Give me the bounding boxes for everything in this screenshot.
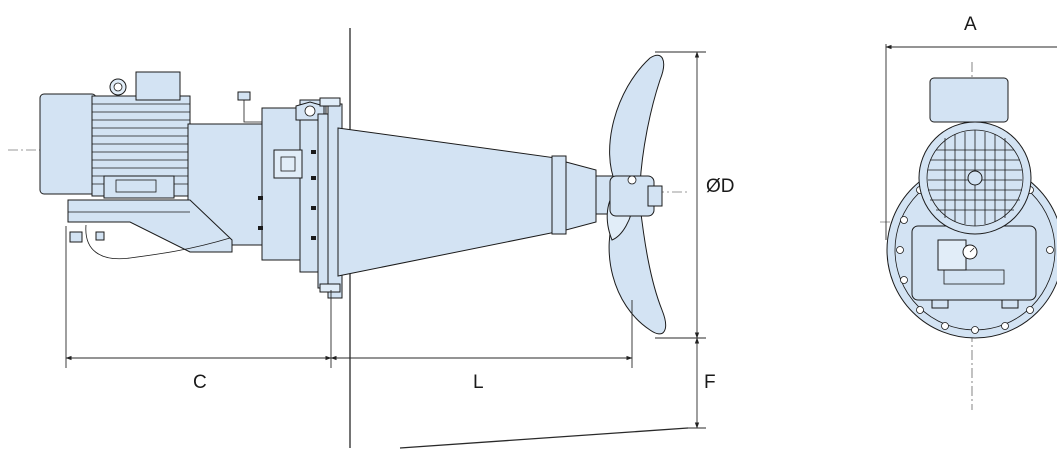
dimension-label-C: C: [193, 372, 207, 393]
gearbox: [187, 91, 327, 273]
shaft-cone: [337, 127, 615, 277]
front-view: A: [880, 14, 1057, 410]
dimension-OD: ØD: [655, 51, 735, 339]
floor-line: [399, 427, 689, 449]
base-frame: [67, 199, 233, 260]
propeller: [606, 54, 666, 335]
dimension-A: A: [885, 14, 1057, 240]
motor: [39, 71, 191, 199]
dimension-C: C: [65, 226, 332, 393]
dimension-label-OD: ØD: [706, 176, 735, 197]
dimension-L: L: [330, 300, 633, 393]
dimension-label-A: A: [964, 14, 977, 35]
dimension-F: F: [688, 337, 716, 429]
dimension-label-L: L: [473, 372, 484, 393]
dimension-label-F: F: [704, 372, 716, 393]
side-view: ØD F C L: [8, 28, 735, 449]
